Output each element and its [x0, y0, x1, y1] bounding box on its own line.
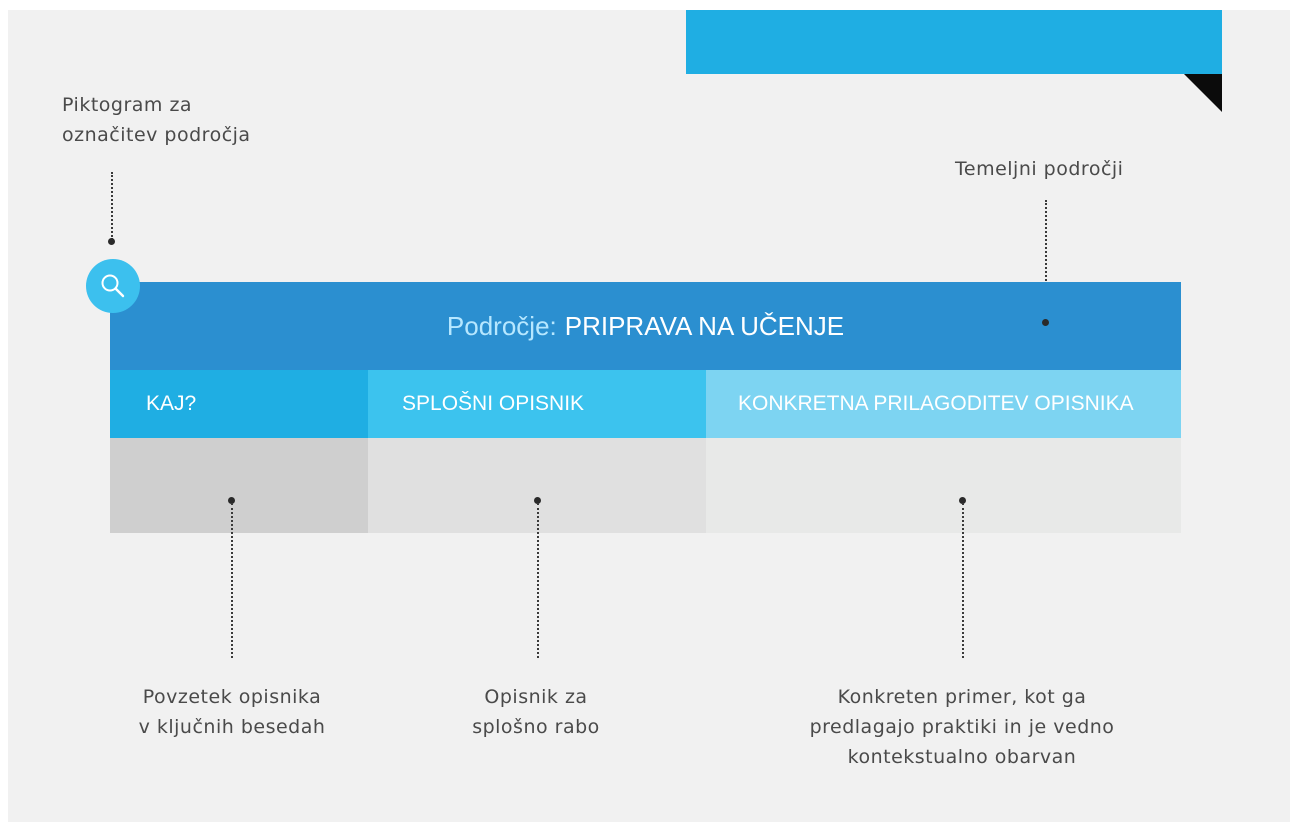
- annotation-pictogram-line-1: Piktogram za: [62, 94, 193, 116]
- annotation-core-area: Temeljni področji: [955, 158, 1124, 180]
- body-cell-what: [110, 438, 368, 533]
- column-header-what-label: KAJ?: [146, 392, 197, 415]
- annotation-concrete-example-line-2: predlagajo praktiki in je vedno: [809, 716, 1115, 738]
- column-header-general-label: SPLOŠNI OPISNIK: [402, 392, 585, 415]
- leader-line-summary: [231, 503, 233, 658]
- leader-dot-pictogram: [108, 238, 115, 245]
- leader-dot-summary: [228, 497, 235, 504]
- annotation-pictogram-line-2: označitev področja: [62, 124, 251, 146]
- leader-line-pictogram: [111, 172, 113, 240]
- annotation-general-descriptor-line-2: splošno rabo: [472, 716, 600, 738]
- column-header-concrete: KONKRETNA PRILAGODITEV OPISNIKA: [706, 370, 1181, 438]
- annotation-concrete-example: Konkreten primer, kot ga predlagajo prak…: [766, 682, 1158, 772]
- area-header-title: PRIPRAVA NA UČENJE: [564, 310, 845, 341]
- search-icon: [101, 274, 125, 298]
- leader-line-core-area: [1045, 200, 1047, 320]
- accent-tab: [686, 10, 1222, 74]
- body-cell-concrete: [706, 438, 1181, 533]
- leader-dot-core-area: [1042, 319, 1049, 326]
- leader-line-general: [537, 503, 539, 658]
- annotation-concrete-example-line-1: Konkreten primer, kot ga: [837, 686, 1087, 708]
- column-header-concrete-label: KONKRETNA PRILAGODITEV OPISNIKA: [738, 392, 1134, 415]
- annotation-keyword-summary-line-1: Povzetek opisnika: [142, 686, 322, 708]
- annotation-general-descriptor-line-1: Opisnik za: [484, 686, 588, 708]
- column-header-what: KAJ?: [110, 370, 368, 438]
- annotation-keyword-summary-line-2: v ključnih besedah: [138, 716, 326, 738]
- area-header: Področje: PRIPRAVA NA UČENJE: [110, 282, 1181, 370]
- annotation-concrete-example-line-3: kontekstualno obarvan: [847, 746, 1077, 768]
- column-header-general: SPLOŠNI OPISNIK: [368, 370, 706, 438]
- area-header-prefix: Področje:: [446, 310, 557, 341]
- annotation-pictogram: Piktogram za označitev področja: [62, 90, 251, 150]
- search-badge: [86, 259, 140, 313]
- corner-fold: [1184, 74, 1222, 112]
- leader-line-concrete: [962, 503, 964, 658]
- leader-dot-concrete: [959, 497, 966, 504]
- annotation-general-descriptor: Opisnik za splošno rabo: [436, 682, 636, 742]
- leader-dot-general: [534, 497, 541, 504]
- annotation-keyword-summary: Povzetek opisnika v ključnih besedah: [110, 682, 354, 742]
